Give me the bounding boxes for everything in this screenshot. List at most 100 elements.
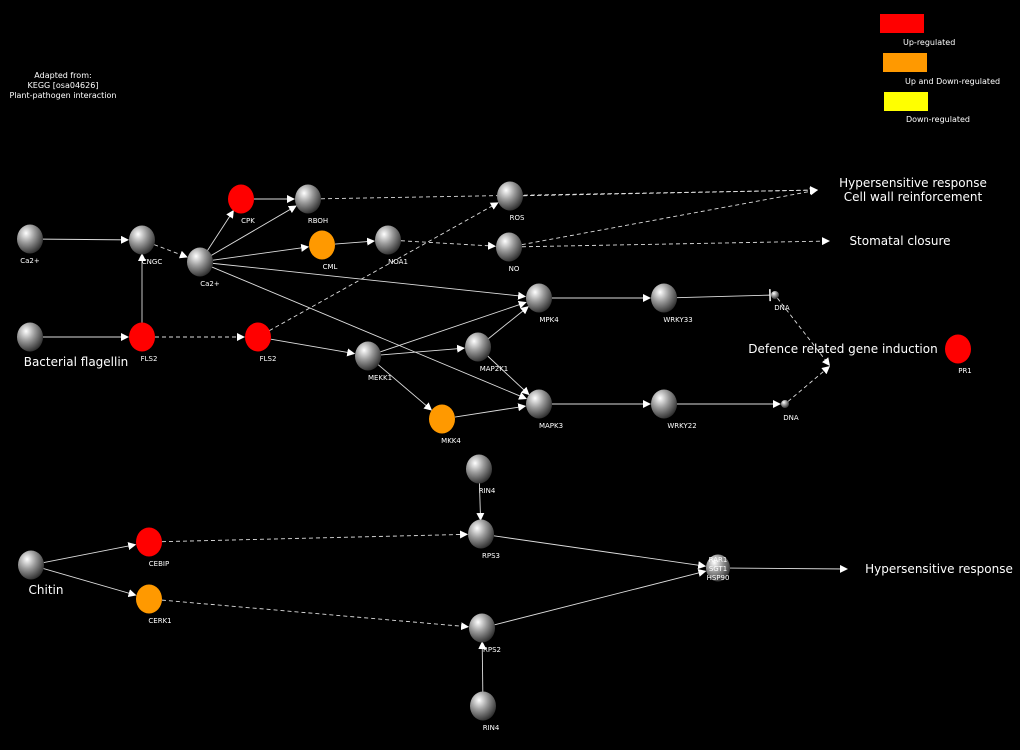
edge-map2k1-to-mpk4 (487, 306, 529, 340)
edge-cngc-to-ca2 (153, 244, 188, 259)
node-label-no: NO (509, 265, 520, 273)
edge-mekk1-to-map2k1 (380, 344, 466, 356)
edge-ca2-to-mapk3 (211, 266, 528, 400)
edge-no-to-stom (521, 237, 831, 248)
edge-wrky33-to-dna1 (676, 294, 771, 299)
node-label-hsp-line: SGT1 (709, 565, 727, 573)
edge-mekk1-to-mkk4 (377, 364, 433, 411)
node-label-dna1: DNA (774, 304, 790, 312)
node-label-mekk1: MEKK1 (368, 374, 392, 382)
node-mpk4[interactable] (526, 283, 552, 313)
node-label-hsp-line: HSP90 (707, 574, 730, 582)
edge-rin4b-to-rps2 (478, 640, 487, 694)
annotation-hr2: Hypersensitive response (865, 562, 1013, 576)
node-label-dna2: DNA (783, 414, 799, 422)
source-line-2: KEGG [osa04626] (27, 81, 99, 90)
legend-label-down: Down-regulated (906, 115, 970, 124)
source-line-1: Adapted from: (34, 71, 92, 80)
node-chitin[interactable] (18, 550, 44, 580)
edge-chitin-to-cebip (43, 542, 137, 563)
node-mekk1[interactable] (355, 341, 381, 371)
edge-no-to-hr_cw (521, 187, 819, 246)
node-cpk[interactable] (228, 184, 254, 214)
edge-rps2-to-hsp (494, 569, 707, 626)
annotation-hr_cw: Cell wall reinforcement (844, 190, 983, 204)
legend-swatch-up (880, 14, 924, 33)
node-bflag[interactable] (17, 322, 43, 352)
node-label-cpk: CPK (241, 217, 255, 225)
node-dna2[interactable] (781, 400, 789, 408)
node-label-mapk3: MAPK3 (539, 422, 563, 430)
annotation-hr_cw: Hypersensitive response (839, 176, 987, 190)
edge-dna1-to-defence (777, 297, 830, 366)
edge-ca2-to-cml (212, 243, 310, 261)
edge-mkk4-to-mapk3 (454, 403, 527, 418)
node-mapk3[interactable] (526, 389, 552, 419)
node-fls2b[interactable] (245, 322, 271, 352)
node-label-wrky22: WRKY22 (667, 422, 696, 430)
node-wrky22[interactable] (651, 389, 677, 419)
source-note: Adapted from: KEGG [osa04626] Plant-path… (8, 71, 118, 101)
edge-cerk1-to-rps2 (161, 599, 470, 631)
edge-hsp-to-hr2 (729, 564, 848, 573)
node-no[interactable] (496, 232, 522, 262)
node-label-pr1: PR1 (958, 367, 972, 375)
node-dna1[interactable] (771, 291, 779, 299)
edge-fls2b-to-ros (269, 202, 499, 332)
node-ros[interactable] (497, 181, 523, 211)
annotation-stom: Stomatal closure (849, 234, 950, 248)
node-label-mkk4: MKK4 (441, 437, 461, 445)
edge-ca_in-to-cngc (42, 235, 130, 244)
node-cerk1[interactable] (136, 584, 162, 614)
annotation-defence: Defence related gene induction (748, 342, 937, 356)
node-label-cebip: CEBIP (149, 560, 169, 568)
node-rin4a[interactable] (466, 454, 492, 484)
node-rboh[interactable] (295, 184, 321, 214)
edge-noa1-to-no (400, 240, 497, 250)
edge-mekk1-to-mpk4 (380, 300, 527, 353)
node-noa1[interactable] (375, 225, 401, 255)
nodes (17, 181, 971, 721)
node-label-cerk1: CERK1 (148, 617, 171, 625)
node-label-mpk4: MPK4 (539, 316, 559, 324)
node-ca2[interactable] (187, 247, 213, 277)
edge-map2k1-to-mapk3 (487, 355, 530, 396)
legend-swatch-down (884, 92, 928, 111)
node-label-wrky33: WRKY33 (663, 316, 692, 324)
node-label-rboh: RBOH (308, 217, 328, 225)
node-cngc[interactable] (129, 225, 155, 255)
edges (42, 186, 848, 694)
node-cebip[interactable] (136, 527, 162, 557)
node-label-fls2b: FLS2 (260, 355, 277, 363)
node-rps2[interactable] (469, 613, 495, 643)
edge-cml-to-noa1 (334, 237, 376, 246)
node-label-cngc: CNGC (142, 258, 163, 266)
node-rin4b[interactable] (470, 691, 496, 721)
node-label-rin4b: RIN4 (483, 724, 500, 732)
node-label-rps3: RPS3 (482, 552, 500, 560)
edge-dna2-to-defence (787, 365, 830, 402)
node-label-ca_in: Ca2+ (20, 257, 40, 265)
edge-ca2-to-rboh (211, 205, 297, 256)
node-mkk4[interactable] (429, 404, 455, 434)
edge-fls2b-to-mekk1 (270, 338, 356, 357)
edge-chitin-to-cerk1 (43, 568, 137, 598)
node-hsp[interactable] (706, 554, 730, 582)
legend-label-up: Up-regulated (903, 38, 956, 47)
node-label-rin4a: RIN4 (479, 487, 496, 495)
node-fls2a[interactable] (129, 322, 155, 352)
node-wrky33[interactable] (651, 283, 677, 313)
edge-ros-to-hr_cw (522, 186, 818, 197)
node-ca_in[interactable] (17, 224, 43, 254)
node-cml[interactable] (309, 230, 335, 260)
edge-rps3-to-hsp (493, 535, 707, 570)
node-label-ros: ROS (510, 214, 525, 222)
node-map2k1[interactable] (465, 332, 491, 362)
node-rps3[interactable] (468, 519, 494, 549)
source-line-3: Plant-pathogen interaction (9, 91, 117, 100)
node-pr1[interactable] (945, 334, 971, 364)
node-label-rps2: RPS2 (483, 646, 501, 654)
edge-cebip-to-rps3 (161, 530, 469, 543)
